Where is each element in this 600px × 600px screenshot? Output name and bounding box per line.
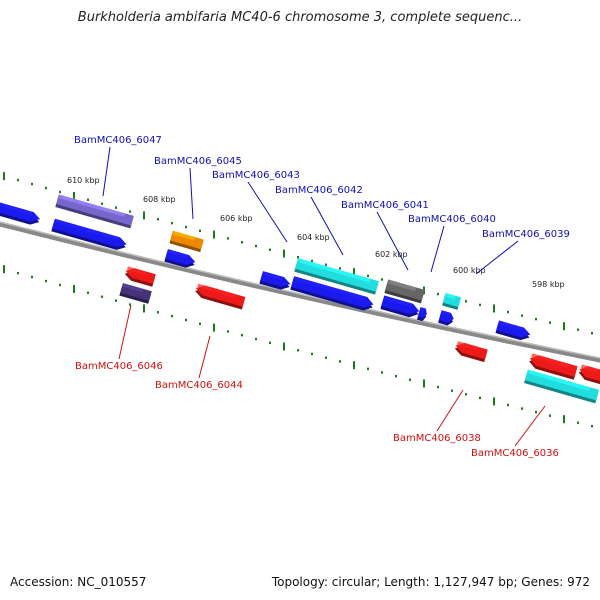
gene-label-bammc406-6044: BamMC406_6044 [155,380,243,391]
gene-label-bammc406-6044-leader [198,335,211,379]
kbp-label: 604 kbp [297,233,330,242]
gene-reverse-body [529,355,578,377]
gene-label-bammc406-6039-leader [475,240,519,275]
gene-label-bammc406-6043-leader [247,181,288,243]
gene-label-bammc406-6038: BamMC406_6038 [393,433,481,444]
gene-bammc406-6047 [55,194,134,229]
gene-label-bammc406-6047: BamMC406_6047 [74,135,162,146]
gene-bammc406-6036-shine [527,369,591,392]
gene-reverse [124,266,156,287]
gene-forward [259,271,291,290]
gene-label-bammc406-6042: BamMC406_6042 [275,185,363,196]
gene-forward [0,200,41,225]
gene-reverse [195,283,246,310]
gene-bammc406-6046-shine [122,283,144,293]
gene-forward-shine [54,219,120,241]
gene-label-bammc406-6039: BamMC406_6039 [482,229,570,240]
gene-reverse-shine [456,341,480,351]
gene-label-bammc406-6042-leader [310,196,344,256]
gene-label-bammc406-6036: BamMC406_6036 [471,448,559,459]
gene-bammc406-6042-shine [298,258,371,283]
gene-bammc406-6047-shine [58,194,126,217]
gene-forward [438,310,454,326]
gene-label-bammc406-6046: BamMC406_6046 [75,361,163,372]
gene-forward-shine [420,307,425,312]
gene-bammc406-6040-shine [445,293,456,300]
gene-label-bammc406-6040: BamMC406_6040 [408,214,496,225]
gene-forward [51,218,127,250]
kbp-label: 598 kbp [532,280,565,289]
gene-forward [416,307,427,322]
gene-reverse-shine [197,283,237,298]
gene-bammc406-6042 [294,258,379,295]
gene-bammc406-6046 [119,283,152,304]
gene-forward [290,276,374,311]
chromosome-backbone [0,221,600,363]
gene-reverse-body [455,342,488,360]
gene-label-bammc406-6045-leader [189,167,194,220]
gene-forward [380,295,420,318]
gene-forward-shine [499,320,524,331]
gene-forward [164,249,196,268]
gene-forward-shine [441,310,451,317]
gene-forward-body [417,307,427,319]
gene-reverse [578,364,600,385]
gene-label-bammc406-6047-leader [102,146,111,197]
gene-forward-shine [262,271,284,281]
gene-label-bammc406-6038-leader [436,389,464,432]
gene-bammc406-6045-shine [172,231,196,241]
gene-reverse-shine [580,364,598,373]
gene-bammc406-6041 [384,279,425,304]
gene-forward [495,320,531,341]
gene-label-bammc406-6040-leader [430,225,445,273]
accession-text: Accession: NC_010557 [10,575,147,589]
gene-forward-shine [294,276,367,301]
gene-label-bammc406-6043: BamMC406_6043 [212,170,300,181]
gene-reverse-body [125,268,156,284]
kbp-label: 600 kbp [453,266,486,275]
gene-label-bammc406-6041-leader [376,211,409,271]
kbp-label: 606 kbp [220,214,253,223]
gene-reverse-shine [531,353,569,368]
gene-label-bammc406-6045: BamMC406_6045 [154,156,242,167]
topology-text: Topology: circular; Length: 1,127,947 bp… [271,575,590,589]
kbp-label: 610 kbp [67,176,100,185]
gene-label-bammc406-6036-leader [514,405,546,447]
gene-reverse-body [195,285,246,307]
gene-reverse-body [579,366,600,382]
kbp-label: 608 kbp [143,195,176,204]
gene-bammc406-6040 [442,292,462,310]
gene-forward-shine [167,249,189,259]
gene-bammc406-6036 [524,369,600,404]
chromosome-backbone-highlight [0,221,600,359]
gene-forward-shine [0,200,33,216]
gene-reverse [529,353,578,380]
gene-bammc406-6041-shine [388,279,417,292]
gene-forward-shine [384,295,413,308]
map-title: Burkholderia ambifaria MC40-6 chromosome… [77,10,523,25]
kbp-label: 602 kbp [375,250,408,259]
gene-reverse [454,341,488,363]
gene-bammc406-6045 [169,230,204,253]
gene-label-bammc406-6041: BamMC406_6041 [341,200,429,211]
gene-label-bammc406-6046-leader [118,304,132,360]
gene-reverse-shine [126,266,148,276]
